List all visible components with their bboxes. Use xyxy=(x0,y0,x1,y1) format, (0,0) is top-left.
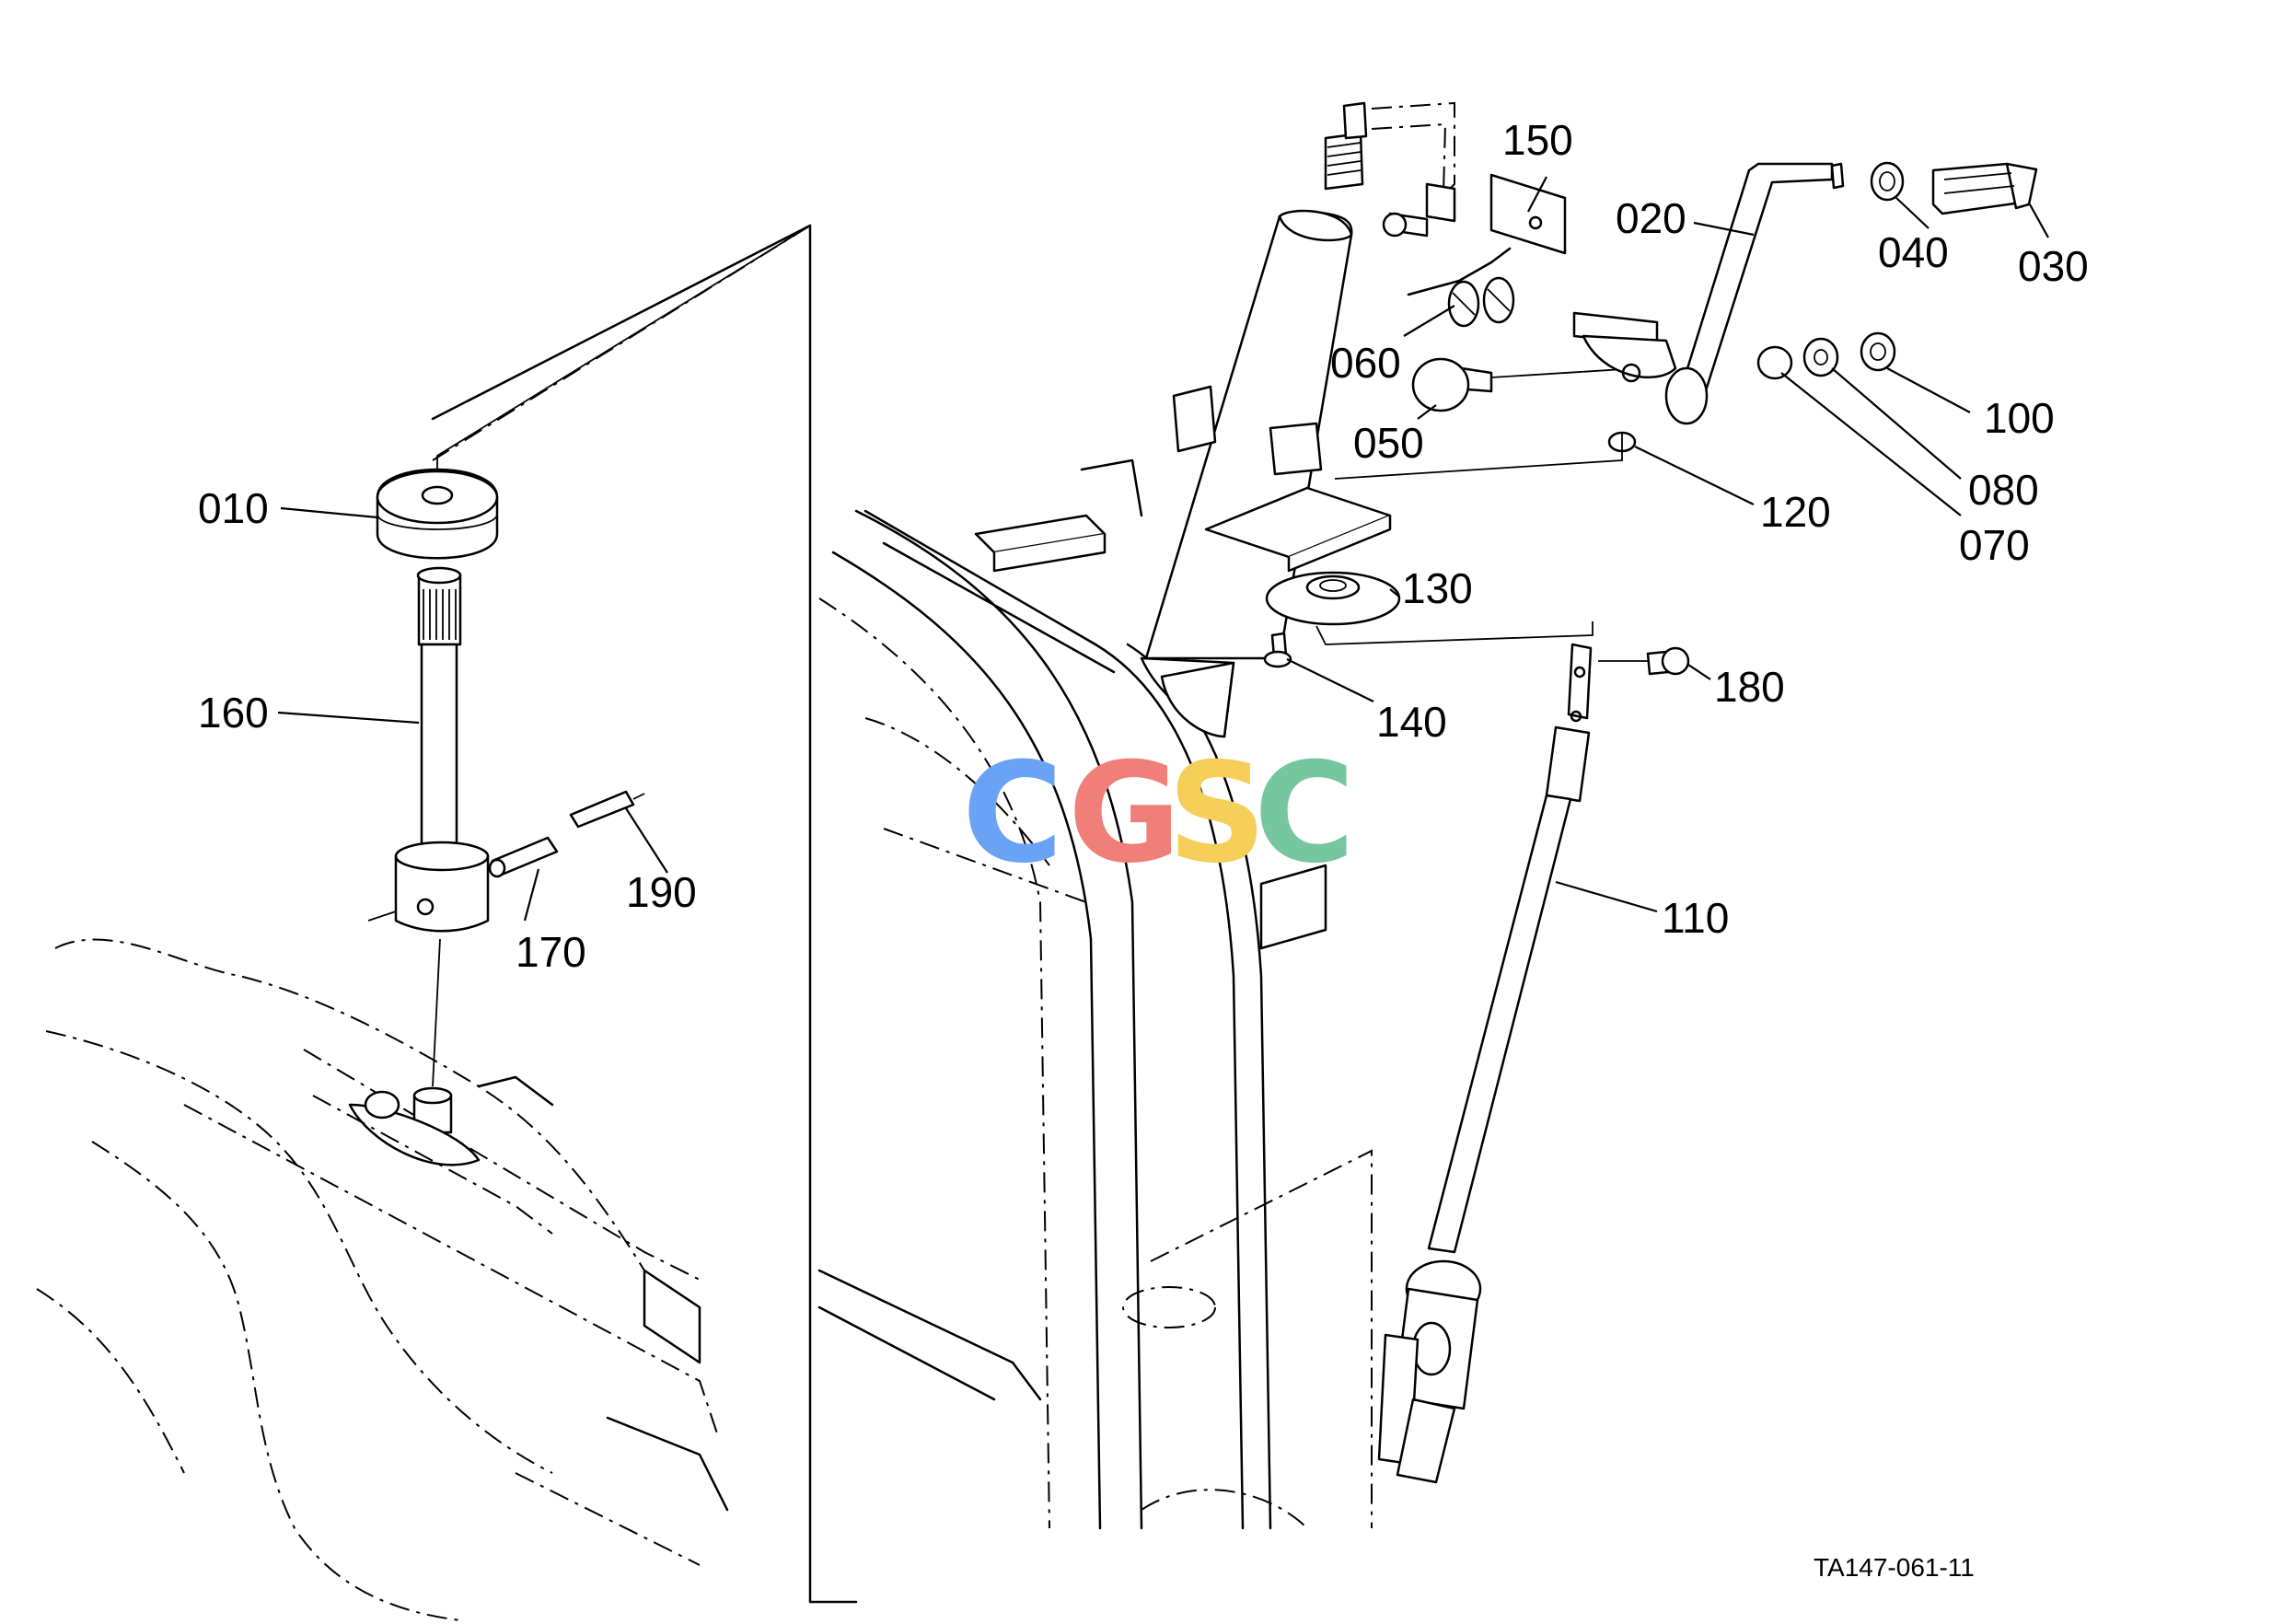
watermark-logo: C G S C xyxy=(962,734,1355,894)
part-010-pulley xyxy=(376,225,811,560)
label-130: 130 xyxy=(1402,564,1473,612)
part-130-flange xyxy=(1265,571,1593,645)
label-100: 100 xyxy=(1984,394,2055,442)
shaft-boss xyxy=(312,1086,553,1235)
label-040: 040 xyxy=(1878,228,1949,276)
part-070-080-100-hardware xyxy=(1756,331,1896,380)
watermark-letter-s: S xyxy=(1167,734,1267,894)
label-070: 070 xyxy=(1959,521,2030,569)
label-160: 160 xyxy=(198,689,269,737)
watermark-letter-c2: C xyxy=(1254,734,1355,894)
part-190-pin xyxy=(569,790,645,829)
part-180-fitting xyxy=(1598,646,1690,676)
label-060: 060 xyxy=(1330,339,1401,387)
label-010: 010 xyxy=(198,484,269,532)
part-040-030-knob xyxy=(1830,161,2038,215)
watermark-letter-c1: C xyxy=(962,734,1063,894)
part-150-bracket xyxy=(1382,173,1567,255)
label-180: 180 xyxy=(1714,663,1785,711)
part-140-bolt xyxy=(1263,632,1292,668)
label-080: 080 xyxy=(1968,466,2039,514)
label-120: 120 xyxy=(1760,488,1831,536)
label-110: 110 xyxy=(1662,894,1729,942)
part-060-spring xyxy=(1407,247,1515,328)
label-020: 020 xyxy=(1616,194,1686,242)
label-170: 170 xyxy=(516,928,586,976)
drawing-code: TA147-061-11 xyxy=(1814,1553,1975,1582)
part-110-shaft xyxy=(1377,643,1593,1484)
part-labels: 010 020 030 040 050 060 070 080 100 110 … xyxy=(198,116,2089,1582)
leader-lines xyxy=(277,176,2049,922)
label-190: 190 xyxy=(626,868,697,916)
steering-column-housing xyxy=(974,101,1455,738)
part-120-clip xyxy=(1334,431,1637,480)
label-030: 030 xyxy=(2018,242,2089,290)
part-050-pin xyxy=(1411,357,1640,412)
part-170-pin xyxy=(488,836,559,878)
part-020-lever xyxy=(1572,162,1834,425)
label-050: 050 xyxy=(1353,419,1424,467)
watermark-letter-g: G xyxy=(1068,734,1181,894)
machine-frame-outline xyxy=(36,224,1373,1621)
label-150: 150 xyxy=(1502,116,1573,164)
part-160-shaft xyxy=(367,566,490,1087)
label-140: 140 xyxy=(1376,698,1447,746)
